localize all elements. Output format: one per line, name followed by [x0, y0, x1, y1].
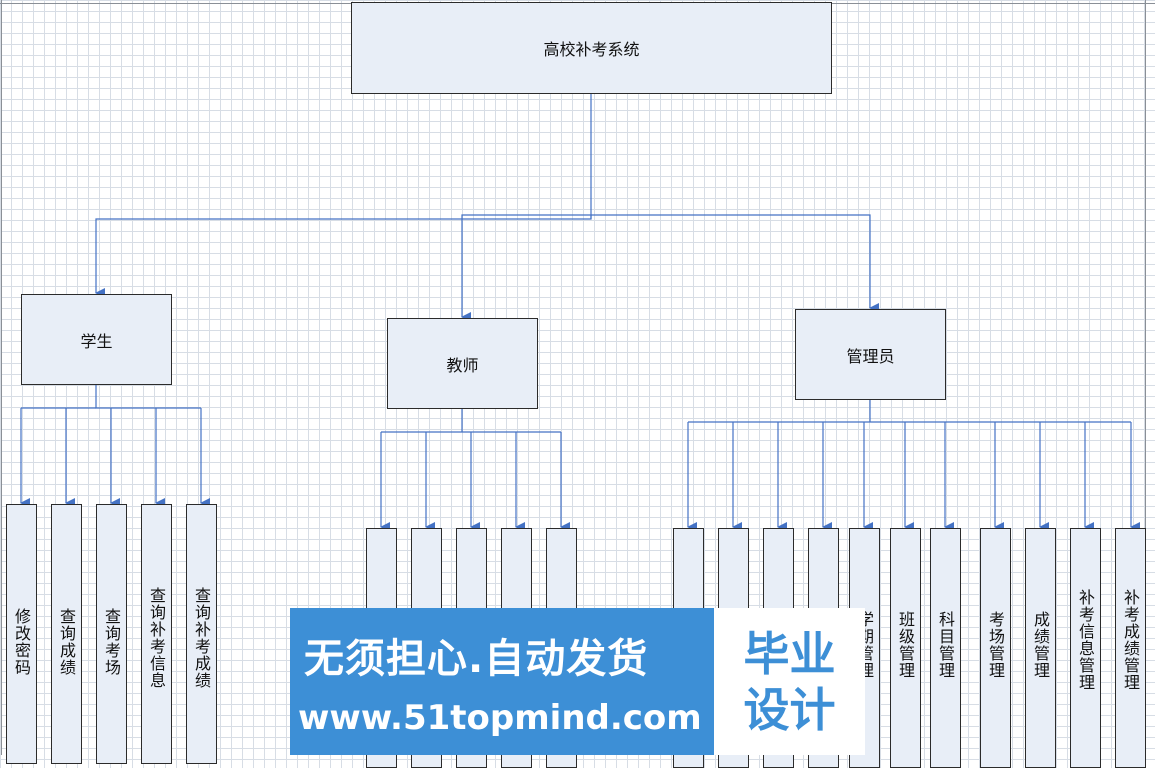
- connector-teacher-bus: [381, 408, 561, 433]
- leaf-label: 考场管理: [986, 611, 1005, 679]
- root-node-label: 高校补考系统: [543, 40, 640, 59]
- leaf-admin-7: 科目管理: [930, 528, 961, 768]
- leaf-student-5: 查询补考成绩: [186, 504, 217, 764]
- leaf-label: 补考信息管理: [1076, 589, 1095, 691]
- leaf-student-4: 查询补考信息: [141, 504, 172, 764]
- leaf-label: 查询成绩: [57, 608, 76, 676]
- connector-admin-bus: [688, 399, 1131, 423]
- leaf-admin-10: 补考信息管理: [1070, 528, 1101, 768]
- leaf-label: 查询补考信息: [147, 587, 166, 689]
- leaf-label: 班级管理: [896, 611, 915, 679]
- leaf-admin-6: 班级管理: [890, 528, 921, 768]
- role-node-admin: 管理员: [795, 309, 946, 400]
- role-node-label: 教师: [446, 355, 479, 375]
- connector-root-teacher: [461, 214, 592, 322]
- leaf-admin-9: 成绩管理: [1025, 528, 1056, 768]
- leaf-label: 查询考场: [102, 608, 121, 676]
- leaf-admin-11: 补考成绩管理: [1115, 528, 1146, 768]
- watermark-side-line1: 毕业: [743, 626, 836, 681]
- watermark-side-badge: 毕业 设计: [714, 608, 865, 755]
- leaf-label: 补考成绩管理: [1121, 589, 1140, 691]
- root-node: 高校补考系统: [351, 2, 832, 94]
- connector-root-student: [95, 92, 592, 298]
- leaf-label: 科目管理: [936, 611, 955, 679]
- watermark-main-text: 无须担心.自动发货: [304, 636, 649, 682]
- leaf-student-1: 修改密码: [6, 504, 37, 764]
- page-left-edge: [1, 0, 2, 755]
- leaf-student-3: 查询考场: [96, 504, 127, 764]
- watermark-url: www.51topmind.com: [298, 698, 702, 738]
- leaf-admin-8: 考场管理: [980, 528, 1011, 768]
- watermark-side-line2: 设计: [743, 682, 836, 737]
- role-node-student: 学生: [21, 294, 172, 385]
- connector-root-admin: [591, 214, 879, 313]
- role-node-teacher: 教师: [387, 318, 538, 409]
- role-node-label: 管理员: [846, 346, 895, 366]
- watermark-banner: 无须担心.自动发货 www.51topmind.com 毕业 设计: [290, 608, 865, 755]
- role-node-label: 学生: [80, 331, 113, 351]
- page-right-edge: [1145, 0, 1146, 755]
- leaf-student-2: 查询成绩: [51, 504, 82, 764]
- leaf-label: 修改密码: [12, 608, 31, 676]
- leaf-label: 查询补考成绩: [192, 587, 211, 689]
- connector-student-bus: [95, 384, 201, 409]
- leaf-label: 成绩管理: [1031, 611, 1050, 679]
